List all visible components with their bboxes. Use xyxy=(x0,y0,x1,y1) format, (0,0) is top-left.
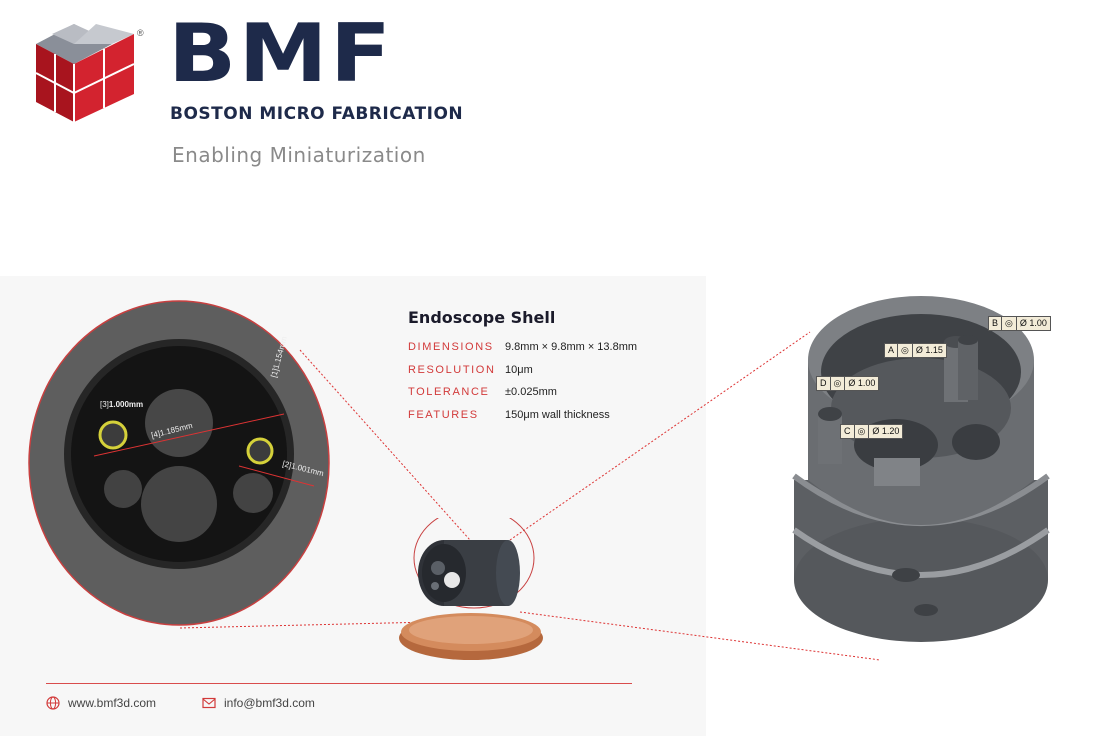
part-photo xyxy=(399,518,543,660)
micrograph-image: [3]1.000mm [4]1.185mm [1]1.154mm [2]1.00… xyxy=(28,300,330,626)
measure-3: [3]1.000mm xyxy=(100,400,143,409)
website-text: www.bmf3d.com xyxy=(68,696,157,710)
spec-value: 10μm xyxy=(505,364,533,376)
callout-d: D◎Ø 1.00 xyxy=(816,376,880,391)
globe-icon xyxy=(46,696,60,710)
envelope-icon xyxy=(202,697,216,709)
spec-label: DIMENSIONS xyxy=(408,341,494,353)
spec-value: 9.8mm × 9.8mm × 13.8mm xyxy=(505,341,638,353)
brand-wordmark: BMF xyxy=(168,7,394,100)
cad-render xyxy=(792,296,1050,642)
product-title: Endoscope Shell xyxy=(408,308,556,327)
callout-c: C◎Ø 1.20 xyxy=(840,424,904,439)
spec-row-dimensions: DIMENSIONS 9.8mm × 9.8mm × 13.8mm xyxy=(408,341,637,353)
email-text: info@bmf3d.com xyxy=(224,696,315,710)
website-link[interactable]: www.bmf3d.com xyxy=(46,696,156,710)
spec-value: ±0.025mm xyxy=(505,386,557,398)
callout-a: A◎Ø 1.15 xyxy=(884,343,947,358)
spec-value: 150μm wall thickness xyxy=(505,409,610,421)
tagline: Enabling Miniaturization xyxy=(172,143,426,167)
spec-label: TOLERANCE xyxy=(408,386,490,398)
spec-row-resolution: RESOLUTION 10μm xyxy=(408,364,533,376)
spec-row-features: FEATURES 150μm wall thickness xyxy=(408,409,610,421)
callout-b: B◎Ø 1.00 xyxy=(988,316,1051,331)
email-link[interactable]: info@bmf3d.com xyxy=(202,696,315,710)
spec-label: FEATURES xyxy=(408,409,479,421)
bmf-logo-cube xyxy=(35,24,135,122)
spec-row-tolerance: TOLERANCE ±0.025mm xyxy=(408,386,557,398)
company-name: BOSTON MICRO FABRICATION xyxy=(170,104,464,124)
registered-mark: ® xyxy=(137,28,144,38)
footer-divider xyxy=(46,683,632,684)
spec-label: RESOLUTION xyxy=(408,364,496,376)
